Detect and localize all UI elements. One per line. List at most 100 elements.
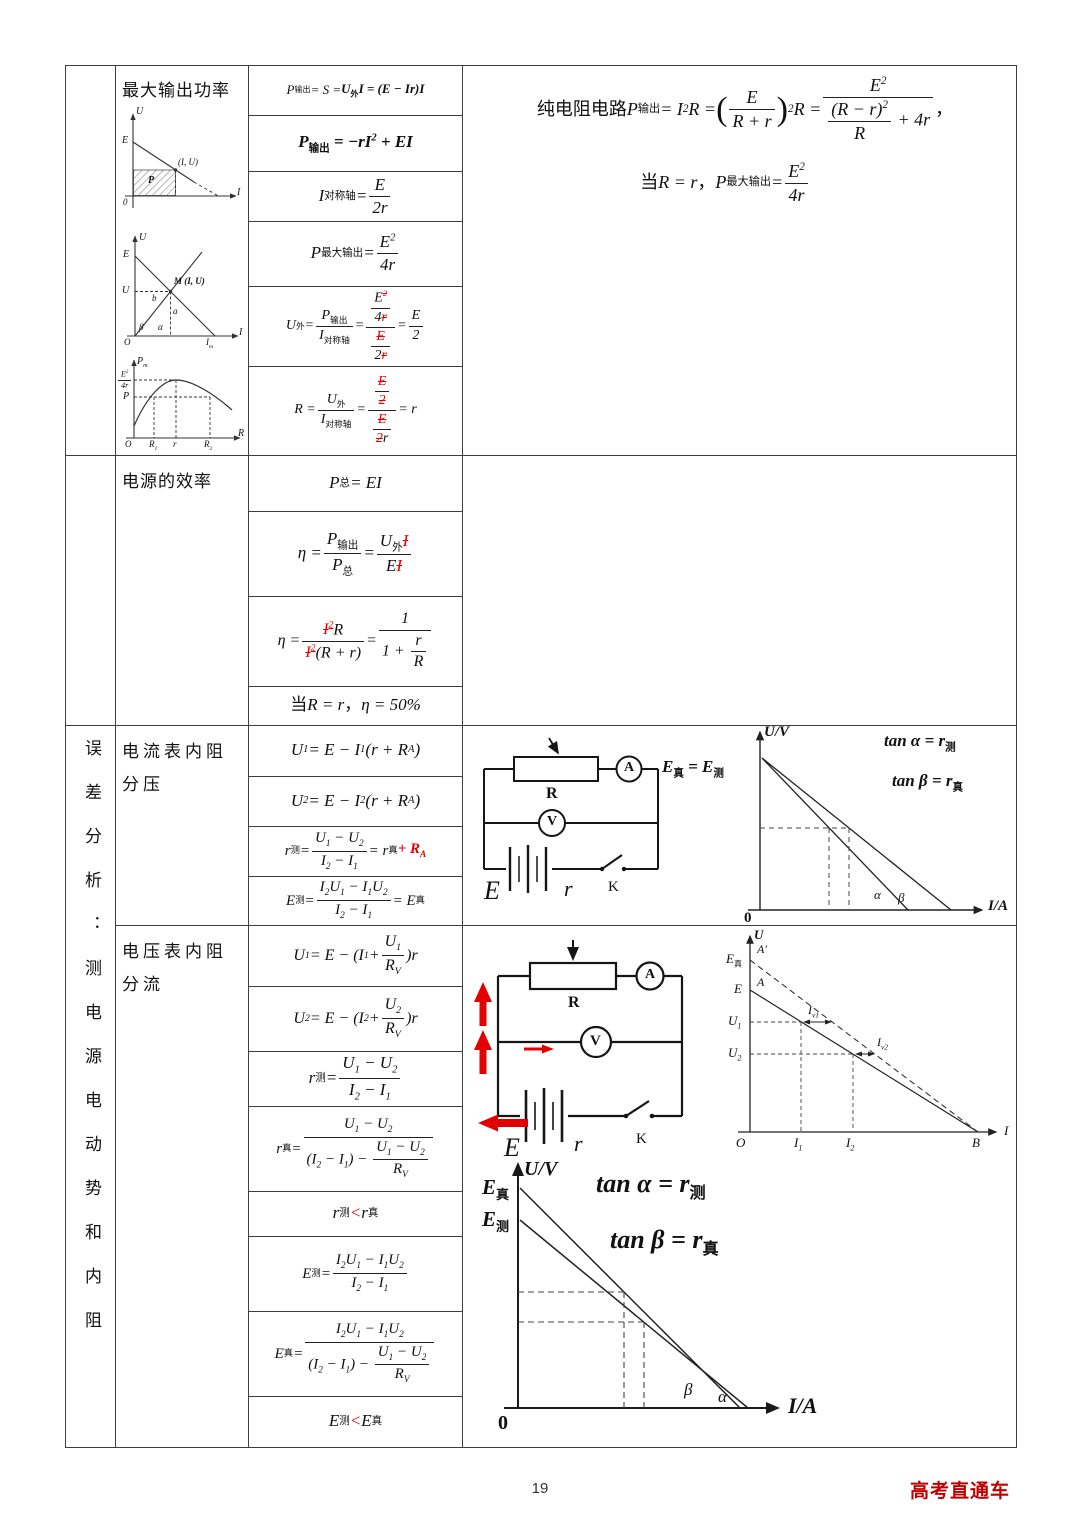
line-label-a: A (757, 975, 765, 989)
point-label-m: M (I, U) (174, 276, 205, 286)
red-up-arrow-icon (474, 1030, 492, 1074)
origin-label: O (125, 439, 132, 449)
row-label-voltmeter-line1: 电压表内阻 (122, 942, 227, 961)
segment-label-b: b (152, 293, 157, 303)
axis-label-u: U (139, 232, 147, 243)
internal-resistance-label: r (574, 1131, 583, 1156)
table-grid-line (248, 1106, 463, 1107)
internal-resistance-label: r (564, 876, 573, 901)
table-grid-line (248, 115, 463, 116)
origin-label: 0 (744, 910, 752, 926)
tick-label-e-measured: E测 (482, 1207, 510, 1235)
axis-label-i: I (237, 187, 241, 198)
switch-label: K (636, 1131, 647, 1147)
tick-label-i1: I1 (794, 1135, 803, 1153)
tick-label-e: E (734, 981, 742, 996)
tick-label-p: P (123, 391, 130, 402)
ammeter-label: A (645, 967, 656, 982)
tick-label-u1: U1 (728, 1013, 742, 1031)
gap-label-iv2: Iv2 (877, 1035, 889, 1052)
row-label-voltmeter-line2: 分流 (122, 975, 164, 994)
ammeter-label: A (624, 760, 635, 775)
table-grid-line (115, 925, 1017, 926)
origin-label: O (124, 337, 131, 347)
tick-label-e-true: E真 (482, 1175, 510, 1203)
table-grid-line (248, 1191, 463, 1192)
table-grid-line (65, 65, 1017, 66)
axis-label-u: U (136, 106, 144, 117)
side-label-error-analysis: 误差分析：测电源电动势和内阻 (82, 739, 101, 1355)
axis-label-ia: I/A (988, 898, 1009, 914)
brand-watermark: 高考直通车 (909, 1481, 1010, 1502)
table-grid-line (65, 65, 66, 1448)
table-grid-line (248, 826, 463, 827)
axis-label-pm: Pm (137, 356, 148, 369)
table-grid-line (462, 65, 463, 1448)
circuit-diagram-ammeter-method: R A V E r K (466, 727, 674, 919)
point-label-iu: (I, U) (178, 157, 198, 167)
table-grid-line (65, 725, 1017, 726)
graph-ammeter-method: U/V tan α = r测 tan β = r真 α β 0 I/A (736, 724, 1016, 926)
graph-ui-shaded-power: U E (I, U) P 0 I (118, 102, 246, 224)
tick-label-e: E (122, 135, 129, 146)
table-grid-line (248, 511, 463, 512)
axis-label-r: R (238, 428, 245, 439)
table-grid-line (248, 171, 463, 172)
emf-equality-note: E真 = E测 (662, 757, 724, 780)
red-left-arrow-icon (478, 1114, 528, 1132)
table-grid-line (248, 876, 463, 877)
gap-label-iv1: Iv1 (808, 1003, 820, 1020)
row-label-ammeter-line1: 电流表内阻 (122, 742, 227, 761)
formula-output-power-quadratic: P输出 = −rI2 + EI (298, 131, 413, 155)
red-up-arrow-icon (474, 982, 492, 1026)
table-grid-line (248, 986, 463, 987)
table-grid-line (65, 1447, 1017, 1448)
slope-note-r-true: tan β = r真 (892, 771, 963, 794)
axis-label-i: I (1004, 1123, 1009, 1138)
graph-pr-canvas (126, 359, 241, 441)
tick-label-b: B (972, 1135, 980, 1150)
area-label-p: P (148, 175, 155, 186)
table-grid-line (65, 455, 1017, 456)
row-label-max-output-power: 最大输出功率 (122, 81, 230, 100)
line-label-a-prime: A′ (757, 942, 767, 956)
axis-label-i: I (239, 327, 243, 338)
page-number: 19 (531, 1480, 549, 1497)
table-grid-line (248, 65, 249, 1448)
angle-label-alpha: α (874, 887, 881, 902)
circuit-diagram-voltmeter-method: R A V E r K (468, 930, 710, 1168)
angle-label-beta: β (139, 322, 144, 332)
graph-voltmeter-method-large: U/V E真 E测 tan α = r测 tan β = r真 β α 0 I/… (478, 1150, 868, 1455)
table-grid-line (248, 1396, 463, 1397)
graph-eu-canvas (127, 235, 239, 339)
emf-label: E (484, 876, 500, 905)
tick-label-e-true: E真 (726, 951, 742, 969)
tick-label-r2: R2 (204, 439, 213, 452)
circuit-ammeter-canvas (483, 737, 659, 893)
slope-note-r-measured: tan α = r测 (884, 731, 956, 754)
graph-voltmeter-small-canvas (738, 934, 998, 1136)
tick-label-e: E (123, 249, 130, 260)
graph-ammeter-canvas (748, 730, 984, 915)
angle-label-alpha: α (718, 1387, 727, 1406)
graph-voltmeter-method-small: U E真 A′ E A U1 U2 Iv1 Iv2 O I1 I2 B I (724, 926, 1018, 1160)
origin-label: O (736, 1135, 746, 1150)
red-right-arrow-icon (524, 1044, 554, 1054)
axis-label-uv: U/V (524, 1158, 558, 1180)
